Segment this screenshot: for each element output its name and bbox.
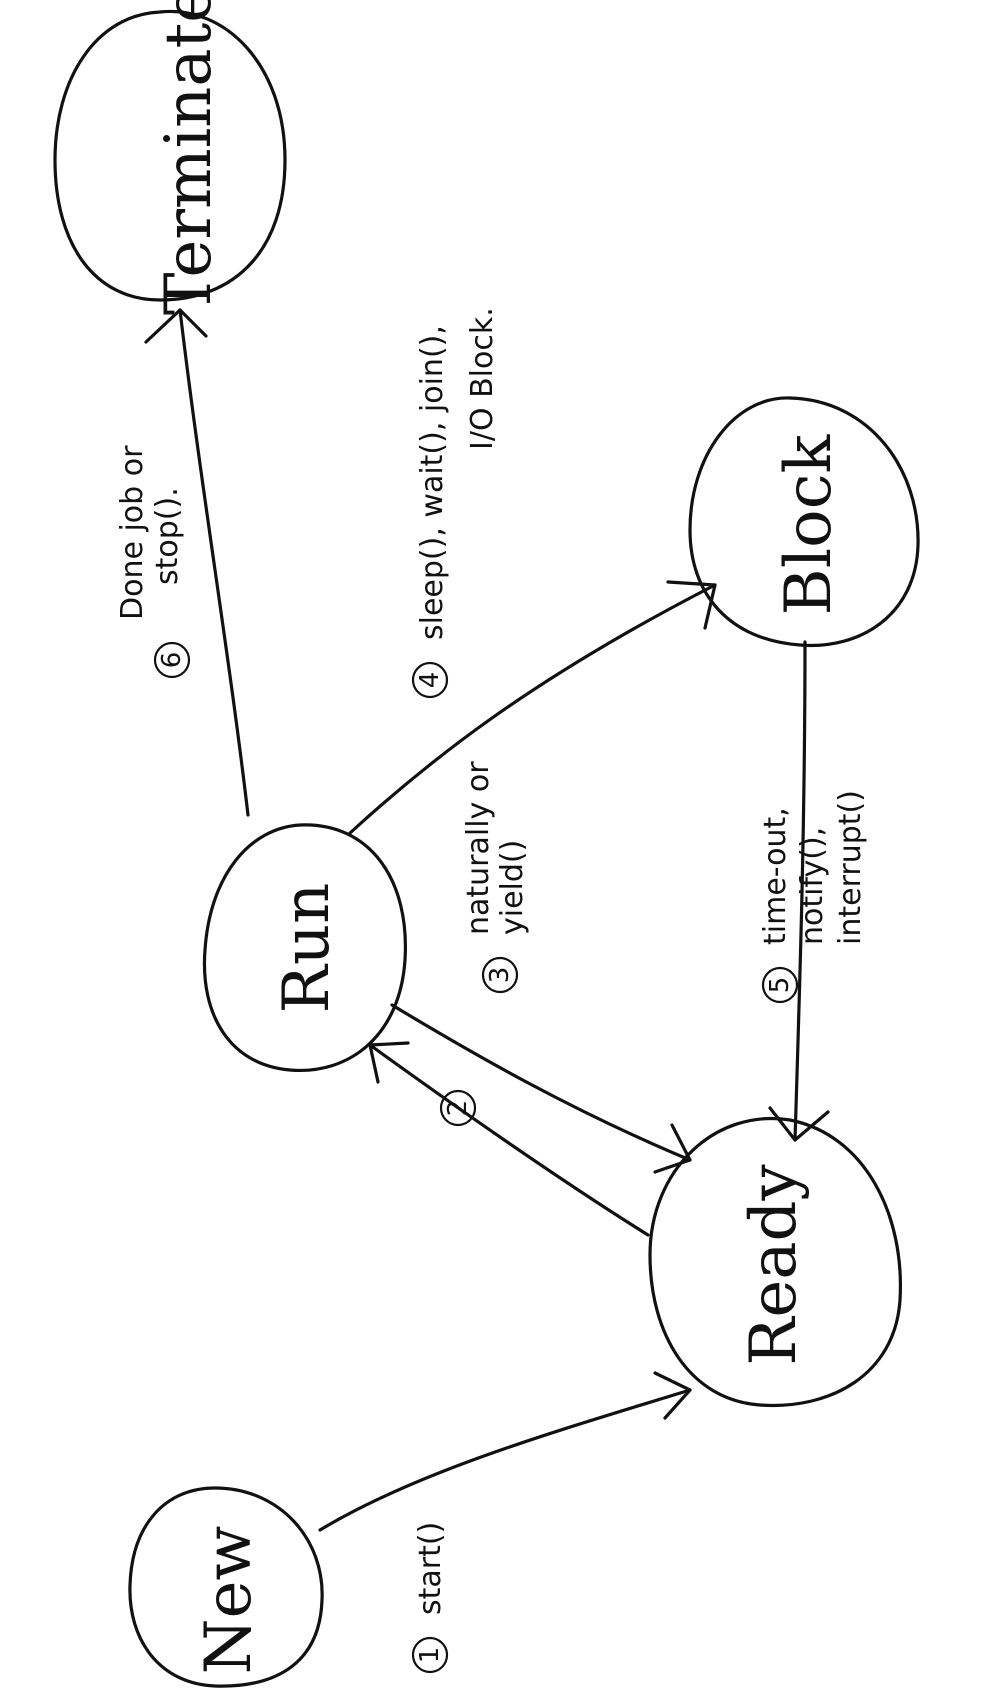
transition-3: 3 naturally or yield() [461, 761, 530, 994]
transition-4-label-line-2: I/O Block. [465, 307, 500, 450]
transition-3-number: 3 [485, 967, 515, 984]
transition-2: 2 [439, 1089, 477, 1127]
transition-5-label-line-3: interrupt() [833, 790, 868, 945]
state-label-ready: Ready [737, 1164, 811, 1365]
state-circle-new [128, 1486, 324, 1688]
state-circle-run [202, 823, 408, 1073]
state-circle-terminate [53, 9, 287, 302]
state-label-new: New [192, 1526, 266, 1675]
arrow-new-to-ready [318, 1371, 692, 1532]
state-label-run: Run [270, 883, 344, 1014]
arrow-run-to-ready [390, 1003, 692, 1174]
transition-5: 5 time-out, notify(), interrupt() [758, 790, 868, 1004]
transition-1-number: 1 [415, 1647, 445, 1664]
arrow-ready-to-run [368, 1041, 650, 1237]
arrow-run-to-block [348, 580, 717, 835]
transition-5-label-line-1: time-out, [758, 807, 793, 945]
transition-4-number: 4 [415, 672, 445, 689]
state-circle-ready [648, 1117, 903, 1408]
transition-5-number: 5 [765, 977, 795, 994]
state-circle-block [688, 396, 920, 648]
arrow-run-to-terminate [144, 308, 250, 817]
transition-5-label-line-2: notify(), [795, 827, 830, 945]
state-label-block: Block [772, 433, 846, 615]
transition-3-label-line-1: naturally or [461, 761, 496, 935]
transition-1-label: start() [413, 1522, 448, 1615]
arrow-block-to-ready [768, 640, 830, 1142]
transition-4: 4 sleep(), wait(), join(), I/O Block. [411, 307, 500, 699]
transition-1: 1 start() [411, 1522, 449, 1674]
transition-3-label-line-2: yield() [495, 840, 530, 935]
transition-6-number: 6 [157, 652, 187, 669]
transition-6-label-line-1: Done job or [115, 445, 150, 620]
transition-2-number: 2 [443, 1100, 473, 1117]
transition-6-label-line-2: stop(). [150, 487, 185, 585]
state-label-terminate: Terminate [152, 0, 226, 315]
transition-6: 6 Done job or stop(). [115, 445, 191, 679]
transition-4-label-line-1: sleep(), wait(), join(), [415, 325, 450, 640]
